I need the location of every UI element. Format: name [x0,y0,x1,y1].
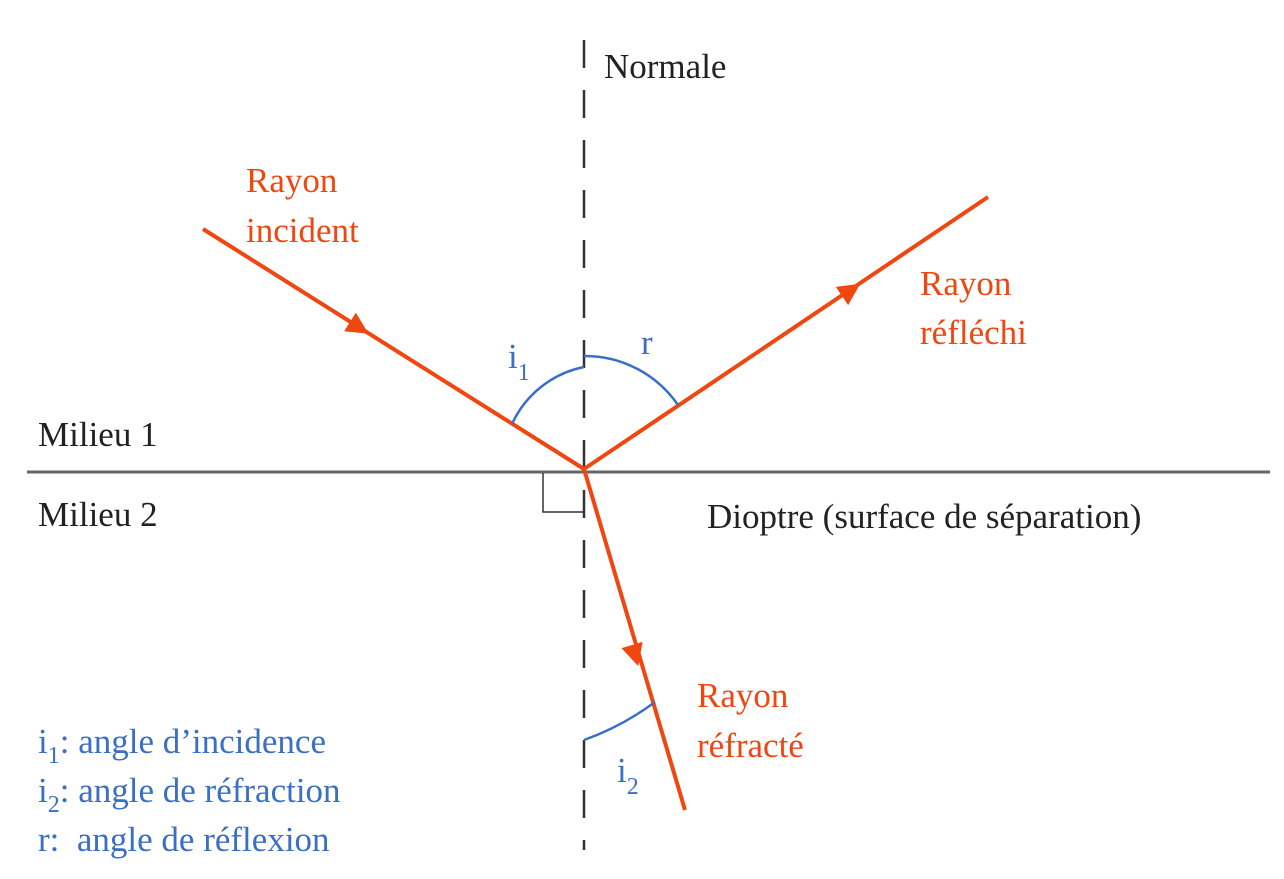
legend-item-refraction: i2: angle de réfraction [38,771,341,818]
interface-label: Dioptre (surface de séparation) [707,497,1141,536]
angle-r-arc [583,354,680,406]
medium2-label: Milieu 2 [38,495,158,534]
legend-item-reflection: r: angle de réflexion [38,820,330,859]
reflected-label-line1: Rayon [920,264,1011,303]
legend: i1: angle d’incidence i2: angle de réfra… [38,722,341,859]
reflected-label-line2: réfléchi [920,313,1027,352]
angle-i1-arc [510,365,585,425]
refracted-label-line2: réfracté [697,726,804,765]
refracted-label-line1: Rayon [697,676,788,715]
incident-label-line1: Rayon [246,161,337,200]
angle-i2-label: i2 [617,751,639,800]
reflected-ray [582,195,990,471]
legend-item-incidence: i1: angle d’incidence [38,722,326,769]
angle-i2-arc [583,700,656,742]
incident-ray [201,227,586,471]
right-angle-marker [542,473,584,513]
angle-i1-label: i1 [508,337,530,386]
normal-label: Normale [604,47,726,86]
reflected-arrow-icon [835,283,861,306]
incident-arrow-icon [344,312,369,334]
refracted-ray [582,468,687,811]
medium1-label: Milieu 1 [38,415,158,454]
angle-r-label: r [641,323,653,362]
incident-label-line2: incident [246,211,359,250]
refracted-arrow-icon [621,641,643,667]
